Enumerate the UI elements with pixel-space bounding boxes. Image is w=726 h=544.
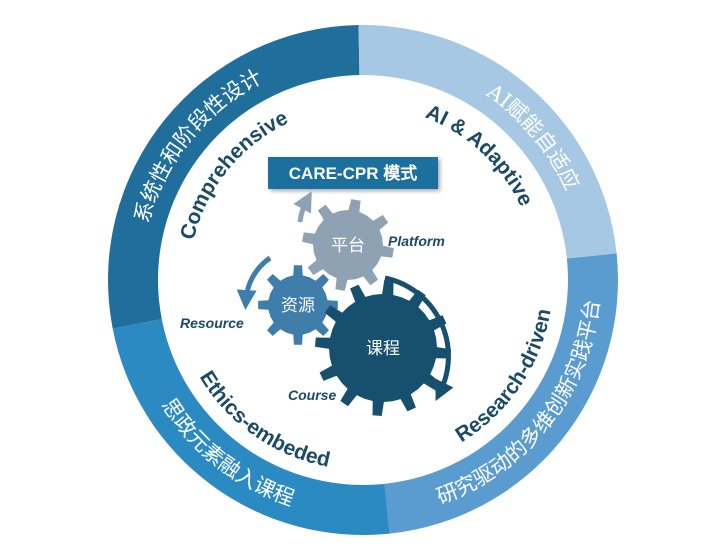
title: CARE-CPR 模式 — [289, 163, 417, 183]
arrow-to-resource — [236, 255, 272, 310]
resource-label: Resource — [180, 315, 244, 331]
platform-label: Platform — [388, 233, 445, 249]
gear-course-text: 课程 — [366, 339, 400, 359]
gear-course-icon — [315, 280, 451, 416]
gear-resource-text: 资源 — [281, 296, 315, 316]
title-box — [268, 157, 438, 189]
course-label: Course — [288, 387, 336, 403]
inner-circle — [158, 75, 568, 485]
arrow-to-platform — [293, 191, 312, 223]
gear-platform-text: 平台 — [331, 236, 365, 256]
gear-resource-icon — [258, 265, 338, 345]
gear-platform-icon — [302, 199, 394, 291]
